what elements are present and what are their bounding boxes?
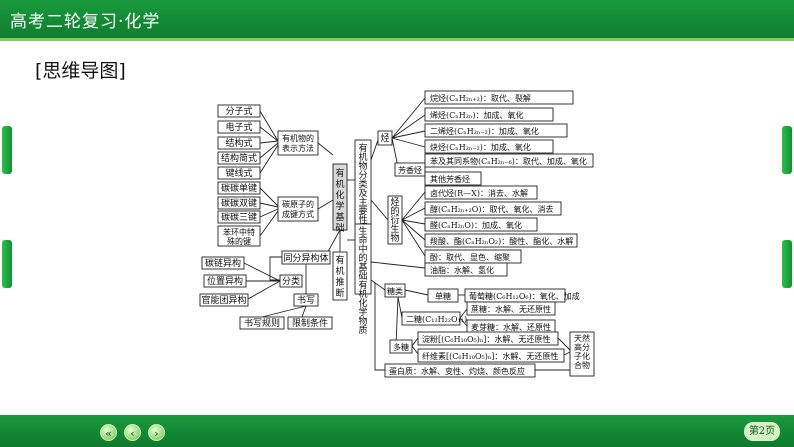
derivative-item: 醛(CₙH₂ₙO)：加成、氧化 xyxy=(430,220,522,230)
derivative-item: 醇(CₙH₂ₙ₊₂O)：取代、氧化、消去 xyxy=(430,204,553,214)
glucose-label: 葡萄糖(C₆H₁₂O₆)：氧化、加成 xyxy=(469,291,580,301)
bond-group-line2: 成键方式 xyxy=(282,209,314,219)
isomer-label: 同分异构体 xyxy=(283,252,328,264)
structure-item: 结构简式 xyxy=(221,152,257,164)
structure-items: 分子式 电子式 结构式 结构简式 键线式 xyxy=(217,104,261,180)
hydrocarbon-item: 烯烃(CₙH₂ₙ)：加成、氧化 xyxy=(430,110,523,120)
structure-item: 结构式 xyxy=(225,137,252,149)
hydrocarbon-label: 烃 xyxy=(380,132,389,144)
hydrocarbon-item: 烷烃(CₙH₂ₙ₊₂)：取代、裂解 xyxy=(430,93,531,103)
structure-item: 键线式 xyxy=(225,167,252,179)
left-side-tab-top[interactable] xyxy=(2,126,12,174)
mono-sugar-label: 单糖 xyxy=(435,291,451,301)
right-side-tab-top[interactable] xyxy=(782,126,792,174)
life-basic-label: 生命中的基础有机化学物质 xyxy=(358,225,367,336)
writing-rule-label: 书写规则 xyxy=(244,317,280,329)
right-side-tab-bottom[interactable] xyxy=(782,240,792,288)
natural-polymer-l3: 子化 xyxy=(574,351,590,361)
bond-items: 碳碳单键 碳碳双键 碳碳三键 苯环中特 殊的键 xyxy=(217,181,261,247)
center-label: 有机化学基础 xyxy=(335,167,344,234)
aromatic-item: 苯及其同系物(CₙH₂ₙ₋₆)：取代、加成、氧化 xyxy=(430,156,587,166)
page-number: 第2页 xyxy=(744,422,780,441)
sucrose-label: 蔗糖：水解、无还原性 xyxy=(471,304,551,314)
aromatic-label: 芳香烃 xyxy=(398,165,422,175)
benzene-bond-line2: 殊的键 xyxy=(227,236,251,246)
protein-label: 蛋白质：水解、变性、灼烧、颜色反应 xyxy=(389,366,525,376)
derivative-item: 羧酸、酯(CₙH₂ₙO₂)：酸性、酯化、水解 xyxy=(430,236,573,246)
left-arrow-icon[interactable]: ‹ xyxy=(124,424,141,441)
derivative-label: 烃的衍生物 xyxy=(390,196,399,244)
oil-label: 油脂：水解、氢化 xyxy=(430,265,494,275)
natural-polymer-l2: 高分 xyxy=(574,342,590,352)
infer-label: 有机推断 xyxy=(335,254,344,299)
classify-label: 分类 xyxy=(282,275,300,287)
starch-label: 淀粉[(C₆H₁₀O₅)ₙ]：水解、无还原性 xyxy=(422,334,550,344)
natural-polymer-l4: 合物 xyxy=(574,360,590,370)
natural-polymer-l1: 天然 xyxy=(574,333,590,343)
benzene-bond-line1: 苯环中特 xyxy=(223,227,255,237)
bond-group-line1: 碳原子的 xyxy=(282,199,314,209)
header-bar: 高考二轮复习·化学 xyxy=(0,0,794,38)
cellulose-label: 纤维素[(C₆H₁₀O₅)ₙ]：水解、无还原性 xyxy=(422,351,558,361)
structure-item: 电子式 xyxy=(225,121,252,133)
iso-item: 官能团异构 xyxy=(201,294,246,306)
bond-item: 碳碳单键 xyxy=(221,182,257,194)
header-divider xyxy=(0,38,794,41)
sugar-label: 糖类 xyxy=(387,286,403,296)
derivative-item: 酚：取代、显色、缩聚 xyxy=(430,252,510,262)
iso-item: 位置异构 xyxy=(207,275,243,287)
structure-item: 分子式 xyxy=(225,105,252,117)
header-title: 高考二轮复习·化学 xyxy=(10,12,161,32)
di-sugar-label: 二糖(C₁₂H₂₂O₁₁) xyxy=(406,314,467,324)
structure-group-line2: 表示方法 xyxy=(282,143,314,153)
bond-item: 碳碳三键 xyxy=(221,211,257,223)
aromatic-item: 其他芳香烃 xyxy=(430,174,470,184)
poly-sugar-label: 多糖 xyxy=(393,342,409,352)
footer-bar xyxy=(0,415,794,447)
hydrocarbon-item: 二烯烃(CₙH₂ₙ₋₂)：加成、氧化 xyxy=(430,126,539,136)
section-title: [思维导图] xyxy=(35,60,126,82)
left-side-tab-bottom[interactable] xyxy=(2,240,12,288)
derivative-item: 卤代烃(R—X)：消去、水解 xyxy=(430,188,528,198)
iso-item: 碳链异构 xyxy=(205,257,241,269)
classify-props-label: 有机物分类及主要性质 xyxy=(358,142,367,235)
bond-item: 碳碳双键 xyxy=(221,197,257,209)
double-left-arrow-icon[interactable]: « xyxy=(100,424,117,441)
maltose-label: 麦芽糖：水解、还原性 xyxy=(471,322,551,332)
structure-group-line1: 有机物的 xyxy=(282,133,314,143)
writing-label: 书写 xyxy=(297,295,315,306)
limit-label: 限制条件 xyxy=(292,317,328,329)
right-arrow-icon[interactable]: › xyxy=(148,424,165,441)
hydrocarbon-item: 炔烃(CₙH₂ₙ₋₂)：加成、氧化 xyxy=(430,142,531,152)
